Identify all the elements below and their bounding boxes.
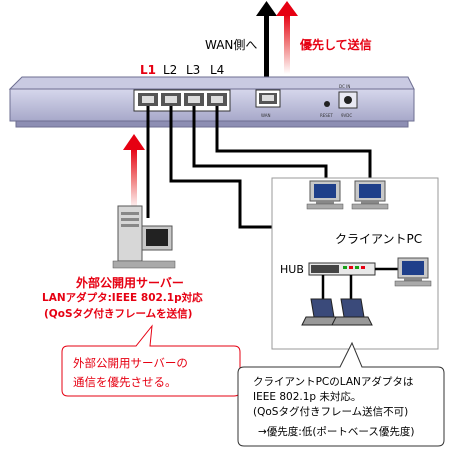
port-label-l2: L2 [163, 63, 178, 77]
priority-arrow-server [123, 134, 145, 210]
hub-icon [308, 262, 376, 276]
callout-right-line1: クライアントPCのLANアダプタは [253, 376, 414, 388]
server-line2: (QoSタグ付きフレームを送信) [44, 308, 193, 320]
cable-l4 [215, 106, 372, 180]
port-label-l1: L1 [140, 63, 156, 77]
callout-left-line1: 外部公開用サーバーの [73, 356, 188, 370]
callout-left-line2: 通信を優先させる。 [73, 375, 177, 389]
wan-port-label: WAN [261, 113, 271, 118]
hub-cables [321, 267, 398, 300]
server-title: 外部公開用サーバー [76, 276, 184, 290]
cable-l3 [192, 106, 328, 180]
reset-button [324, 101, 330, 107]
dc-jack [338, 91, 358, 109]
client-laptop-2-icon [331, 298, 373, 326]
wan-label: WAN側へ [205, 38, 258, 52]
client-pc-2-icon [351, 180, 389, 210]
lan-ports [133, 89, 231, 112]
callout-left-shape [61, 324, 241, 397]
port-label-l4: L4 [210, 63, 225, 77]
cables [146, 106, 372, 272]
reset-label: RESET [320, 113, 333, 118]
priority-arrow-top [276, 1, 298, 74]
callout-right-line2: IEEE 802.1p 未対応。 [253, 391, 362, 403]
callout-right-line3: (QoSタグ付きフレーム送信不可) [253, 406, 409, 418]
port-label-l3: L3 [186, 63, 201, 77]
hub-label: HUB [280, 263, 304, 276]
client-pc-1-icon [306, 180, 344, 210]
client-area-label: クライアントPC [335, 232, 423, 246]
server-icon [112, 205, 176, 269]
dc-top-label: DC IN [339, 84, 351, 89]
callout-right-line4: →優先度:低(ポートベース優先度) [258, 426, 415, 438]
callout-right-shape [237, 341, 445, 447]
server-line1: LANアダプタ:IEEE 802.1p対応 [42, 292, 203, 304]
priority-label: 優先して送信 [300, 38, 372, 52]
wan-arrow [256, 1, 277, 86]
wan-port [255, 89, 281, 108]
client-pc-3-icon [394, 257, 432, 287]
dc-label: 9VDC [341, 113, 353, 118]
